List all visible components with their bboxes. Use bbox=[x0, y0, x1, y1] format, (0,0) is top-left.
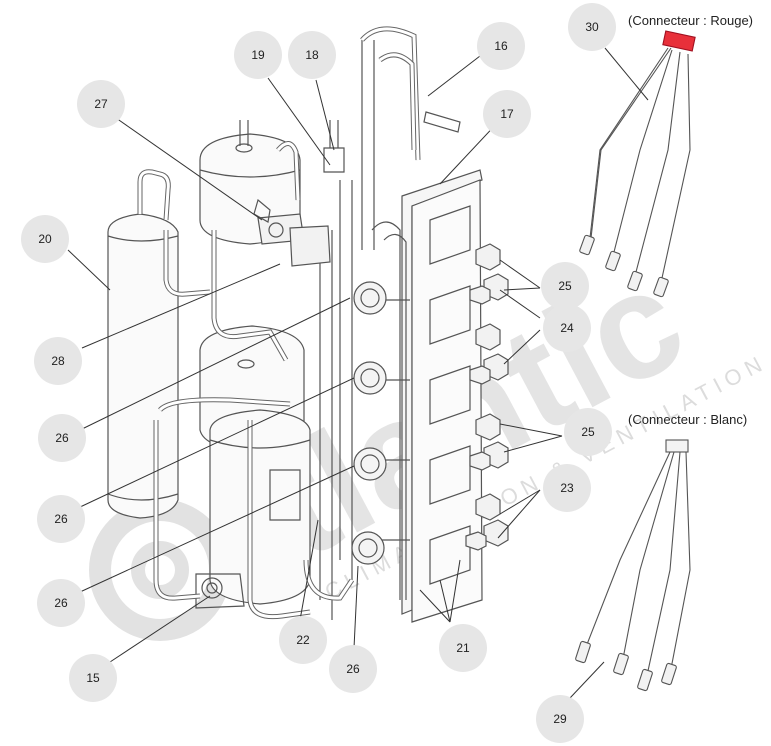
red-connector bbox=[662, 30, 696, 52]
callout-16: 16 bbox=[477, 22, 525, 70]
callout-26-d: 26 bbox=[329, 645, 377, 693]
callout-26-c: 26 bbox=[37, 579, 85, 627]
sensor-harness-white bbox=[575, 439, 691, 692]
callout-15: 15 bbox=[69, 654, 117, 702]
callout-26-a: 26 bbox=[38, 414, 86, 462]
leader-lines bbox=[67, 47, 649, 699]
callout-18: 18 bbox=[288, 31, 336, 79]
callout-23: 23 bbox=[543, 464, 591, 512]
callout-26-b: 26 bbox=[37, 495, 85, 543]
callout-30: 30 bbox=[568, 3, 616, 51]
white-connector bbox=[665, 439, 689, 453]
callout-24: 24 bbox=[543, 304, 591, 352]
callout-22: 22 bbox=[279, 616, 327, 664]
sensor-harness-red bbox=[579, 30, 696, 298]
red-connector-label: (Connecteur : Rouge) bbox=[628, 13, 754, 28]
callout-25-upper: 25 bbox=[541, 262, 589, 310]
callout-29: 29 bbox=[536, 695, 584, 743]
callout-27: 27 bbox=[77, 80, 125, 128]
callout-17: 17 bbox=[483, 90, 531, 138]
callout-28: 28 bbox=[34, 337, 82, 385]
compressor-assembly bbox=[107, 26, 509, 623]
callout-25-lower: 25 bbox=[564, 408, 612, 456]
callout-21: 21 bbox=[439, 624, 487, 672]
white-connector-label: (Connecteur : Blanc) bbox=[628, 412, 748, 427]
callout-20: 20 bbox=[21, 215, 69, 263]
callout-19: 19 bbox=[234, 31, 282, 79]
